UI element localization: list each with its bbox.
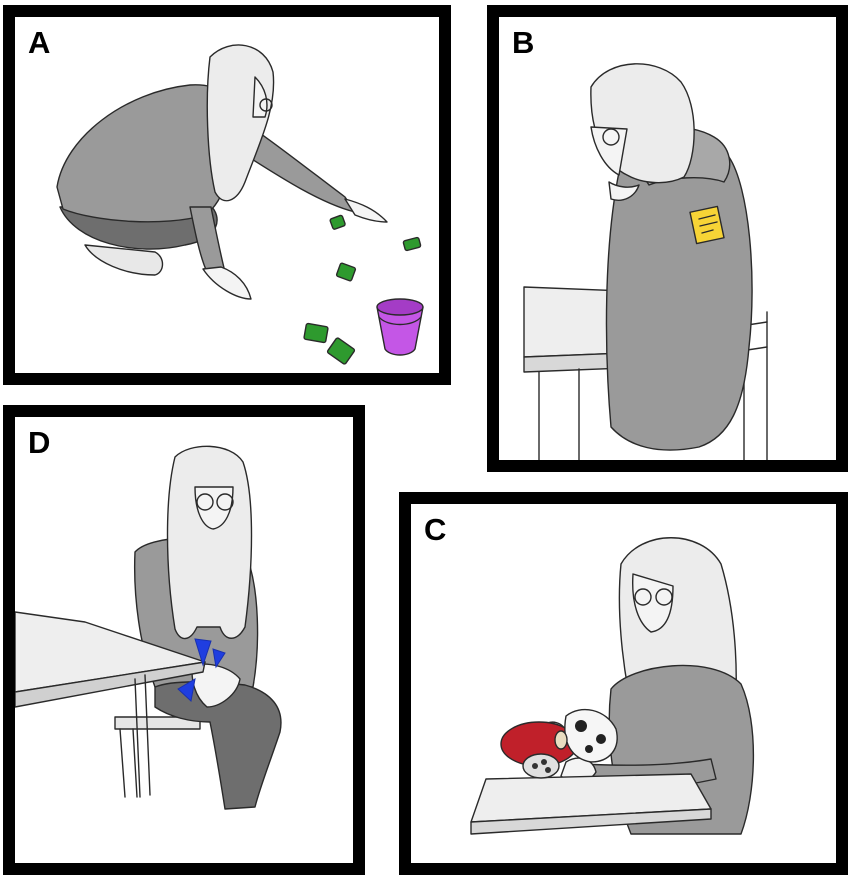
panel-label-d: D [28, 425, 51, 460]
purple-bucket [376, 298, 424, 356]
panel-b-illustration [523, 63, 768, 460]
panel-b: B [487, 5, 848, 472]
kneeling-woman-figure [56, 44, 388, 300]
panel-d-illustration [15, 445, 282, 810]
panel-label-c: C [424, 512, 447, 547]
panel-label-a: A [28, 25, 51, 60]
plush-toy [500, 708, 618, 779]
chair [114, 716, 201, 798]
sticky-note [689, 205, 725, 245]
green-blocks [303, 214, 422, 365]
panel-d: D [3, 405, 365, 875]
panel-a: A [3, 5, 451, 385]
panel-c-illustration [470, 537, 755, 835]
panel-a-illustration [56, 44, 424, 365]
seated-woman-figure [133, 445, 282, 810]
table [470, 773, 712, 835]
panel-c: C [399, 492, 848, 875]
blue-pain-marks [177, 638, 226, 702]
seated-woman-figure [590, 63, 753, 451]
panel-label-b: B [512, 25, 535, 60]
table [15, 611, 206, 798]
